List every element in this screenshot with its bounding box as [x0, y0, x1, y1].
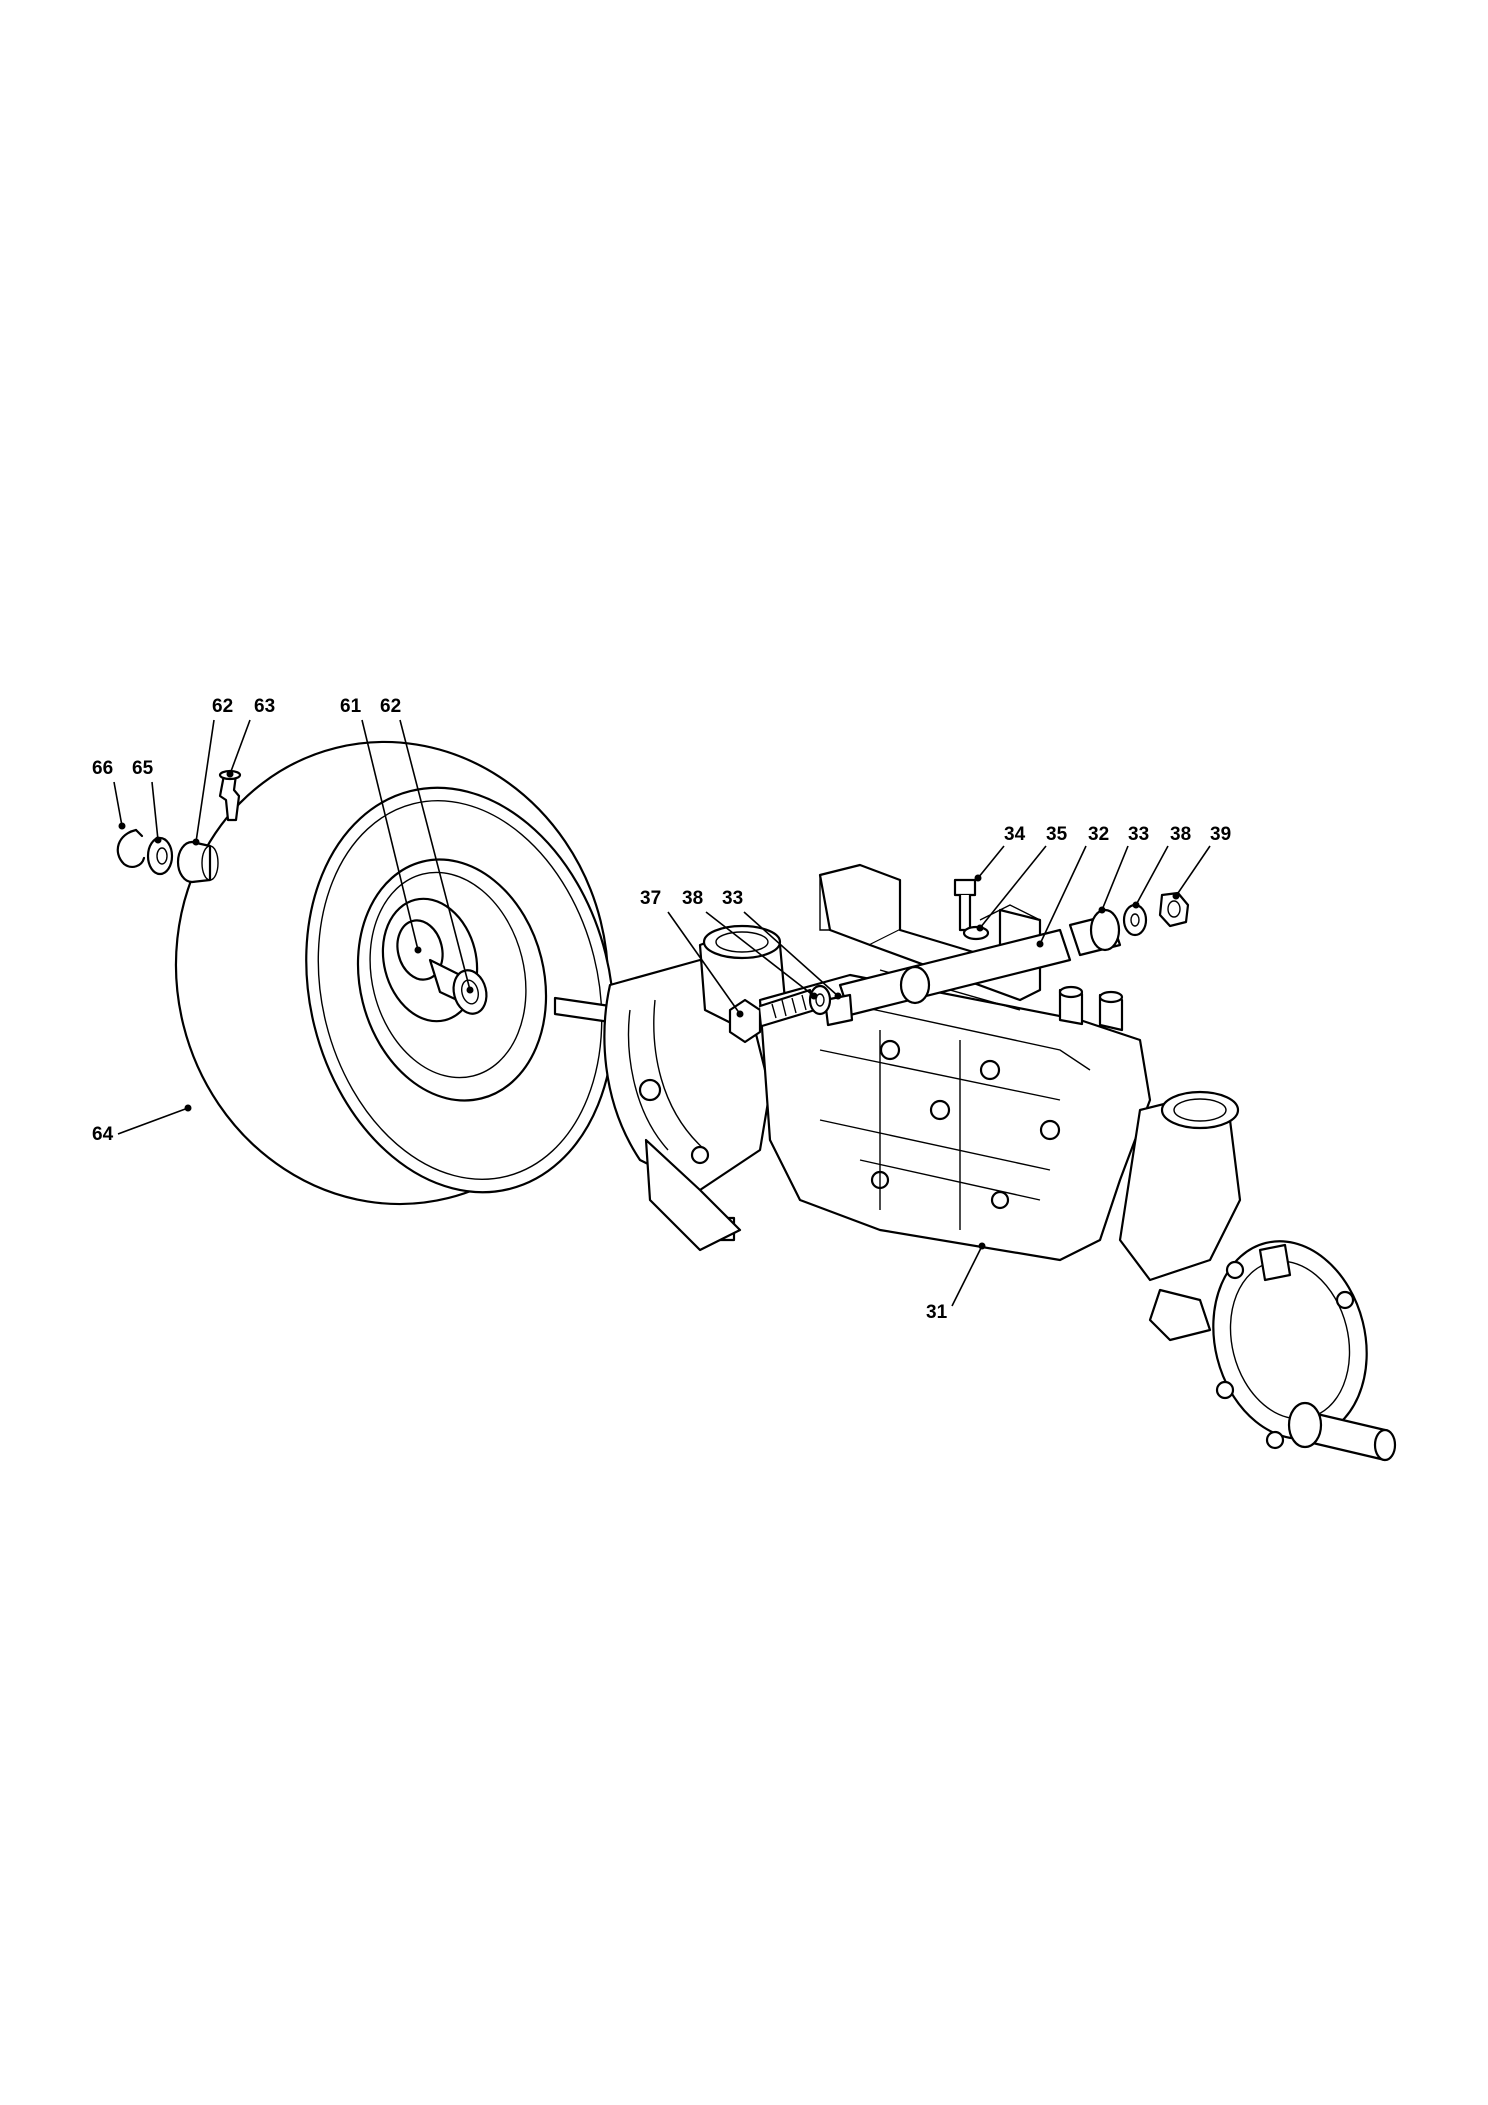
callout-33-right: 33 — [1098, 824, 1149, 914]
bolt — [953, 878, 977, 932]
svg-text:64: 64 — [92, 1124, 114, 1145]
callout-66: 66 — [92, 758, 126, 830]
svg-text:39: 39 — [1210, 824, 1231, 845]
callout-39: 39 — [1172, 824, 1231, 900]
svg-text:32: 32 — [1088, 824, 1109, 845]
callout-63: 63 — [226, 696, 275, 778]
callout-38-left: 38 — [682, 888, 818, 1000]
svg-text:62: 62 — [380, 696, 401, 717]
svg-text:34: 34 — [1004, 824, 1026, 845]
callout-38-right: 38 — [1132, 824, 1191, 909]
svg-text:38: 38 — [1170, 824, 1191, 845]
callout-61: 61 — [340, 696, 422, 954]
rear-wheel — [174, 740, 615, 1206]
valve-stem — [218, 769, 242, 822]
circlip — [116, 828, 146, 868]
pivot-bracket — [818, 863, 1190, 1027]
washer-small — [962, 925, 990, 941]
callout-32: 32 — [1036, 824, 1109, 948]
svg-text:38: 38 — [682, 888, 703, 909]
callout-64: 64 — [92, 1104, 192, 1145]
callout-62-hub: 62 — [380, 696, 474, 994]
svg-text:66: 66 — [92, 758, 113, 779]
callout-34: 34 — [974, 824, 1026, 882]
svg-text:31: 31 — [926, 1302, 948, 1323]
callout-62-bush: 62 — [192, 696, 233, 846]
svg-text:33: 33 — [722, 888, 743, 909]
callout-37: 37 — [640, 888, 744, 1018]
svg-text:63: 63 — [254, 696, 275, 717]
washer — [146, 836, 174, 876]
bush — [176, 840, 219, 884]
callout-35: 35 — [976, 824, 1068, 932]
svg-text:62: 62 — [212, 696, 233, 717]
washer-left — [808, 984, 832, 1016]
callout-65: 65 — [132, 758, 162, 844]
svg-text:61: 61 — [340, 696, 362, 717]
svg-text:65: 65 — [132, 758, 154, 779]
svg-text:35: 35 — [1046, 824, 1068, 845]
callout-33-left: 33 — [722, 888, 842, 1000]
svg-text:37: 37 — [640, 888, 661, 909]
transaxle-assembly — [603, 924, 1397, 1462]
callout-31: 31 — [926, 1242, 986, 1323]
svg-text:33: 33 — [1128, 824, 1149, 845]
